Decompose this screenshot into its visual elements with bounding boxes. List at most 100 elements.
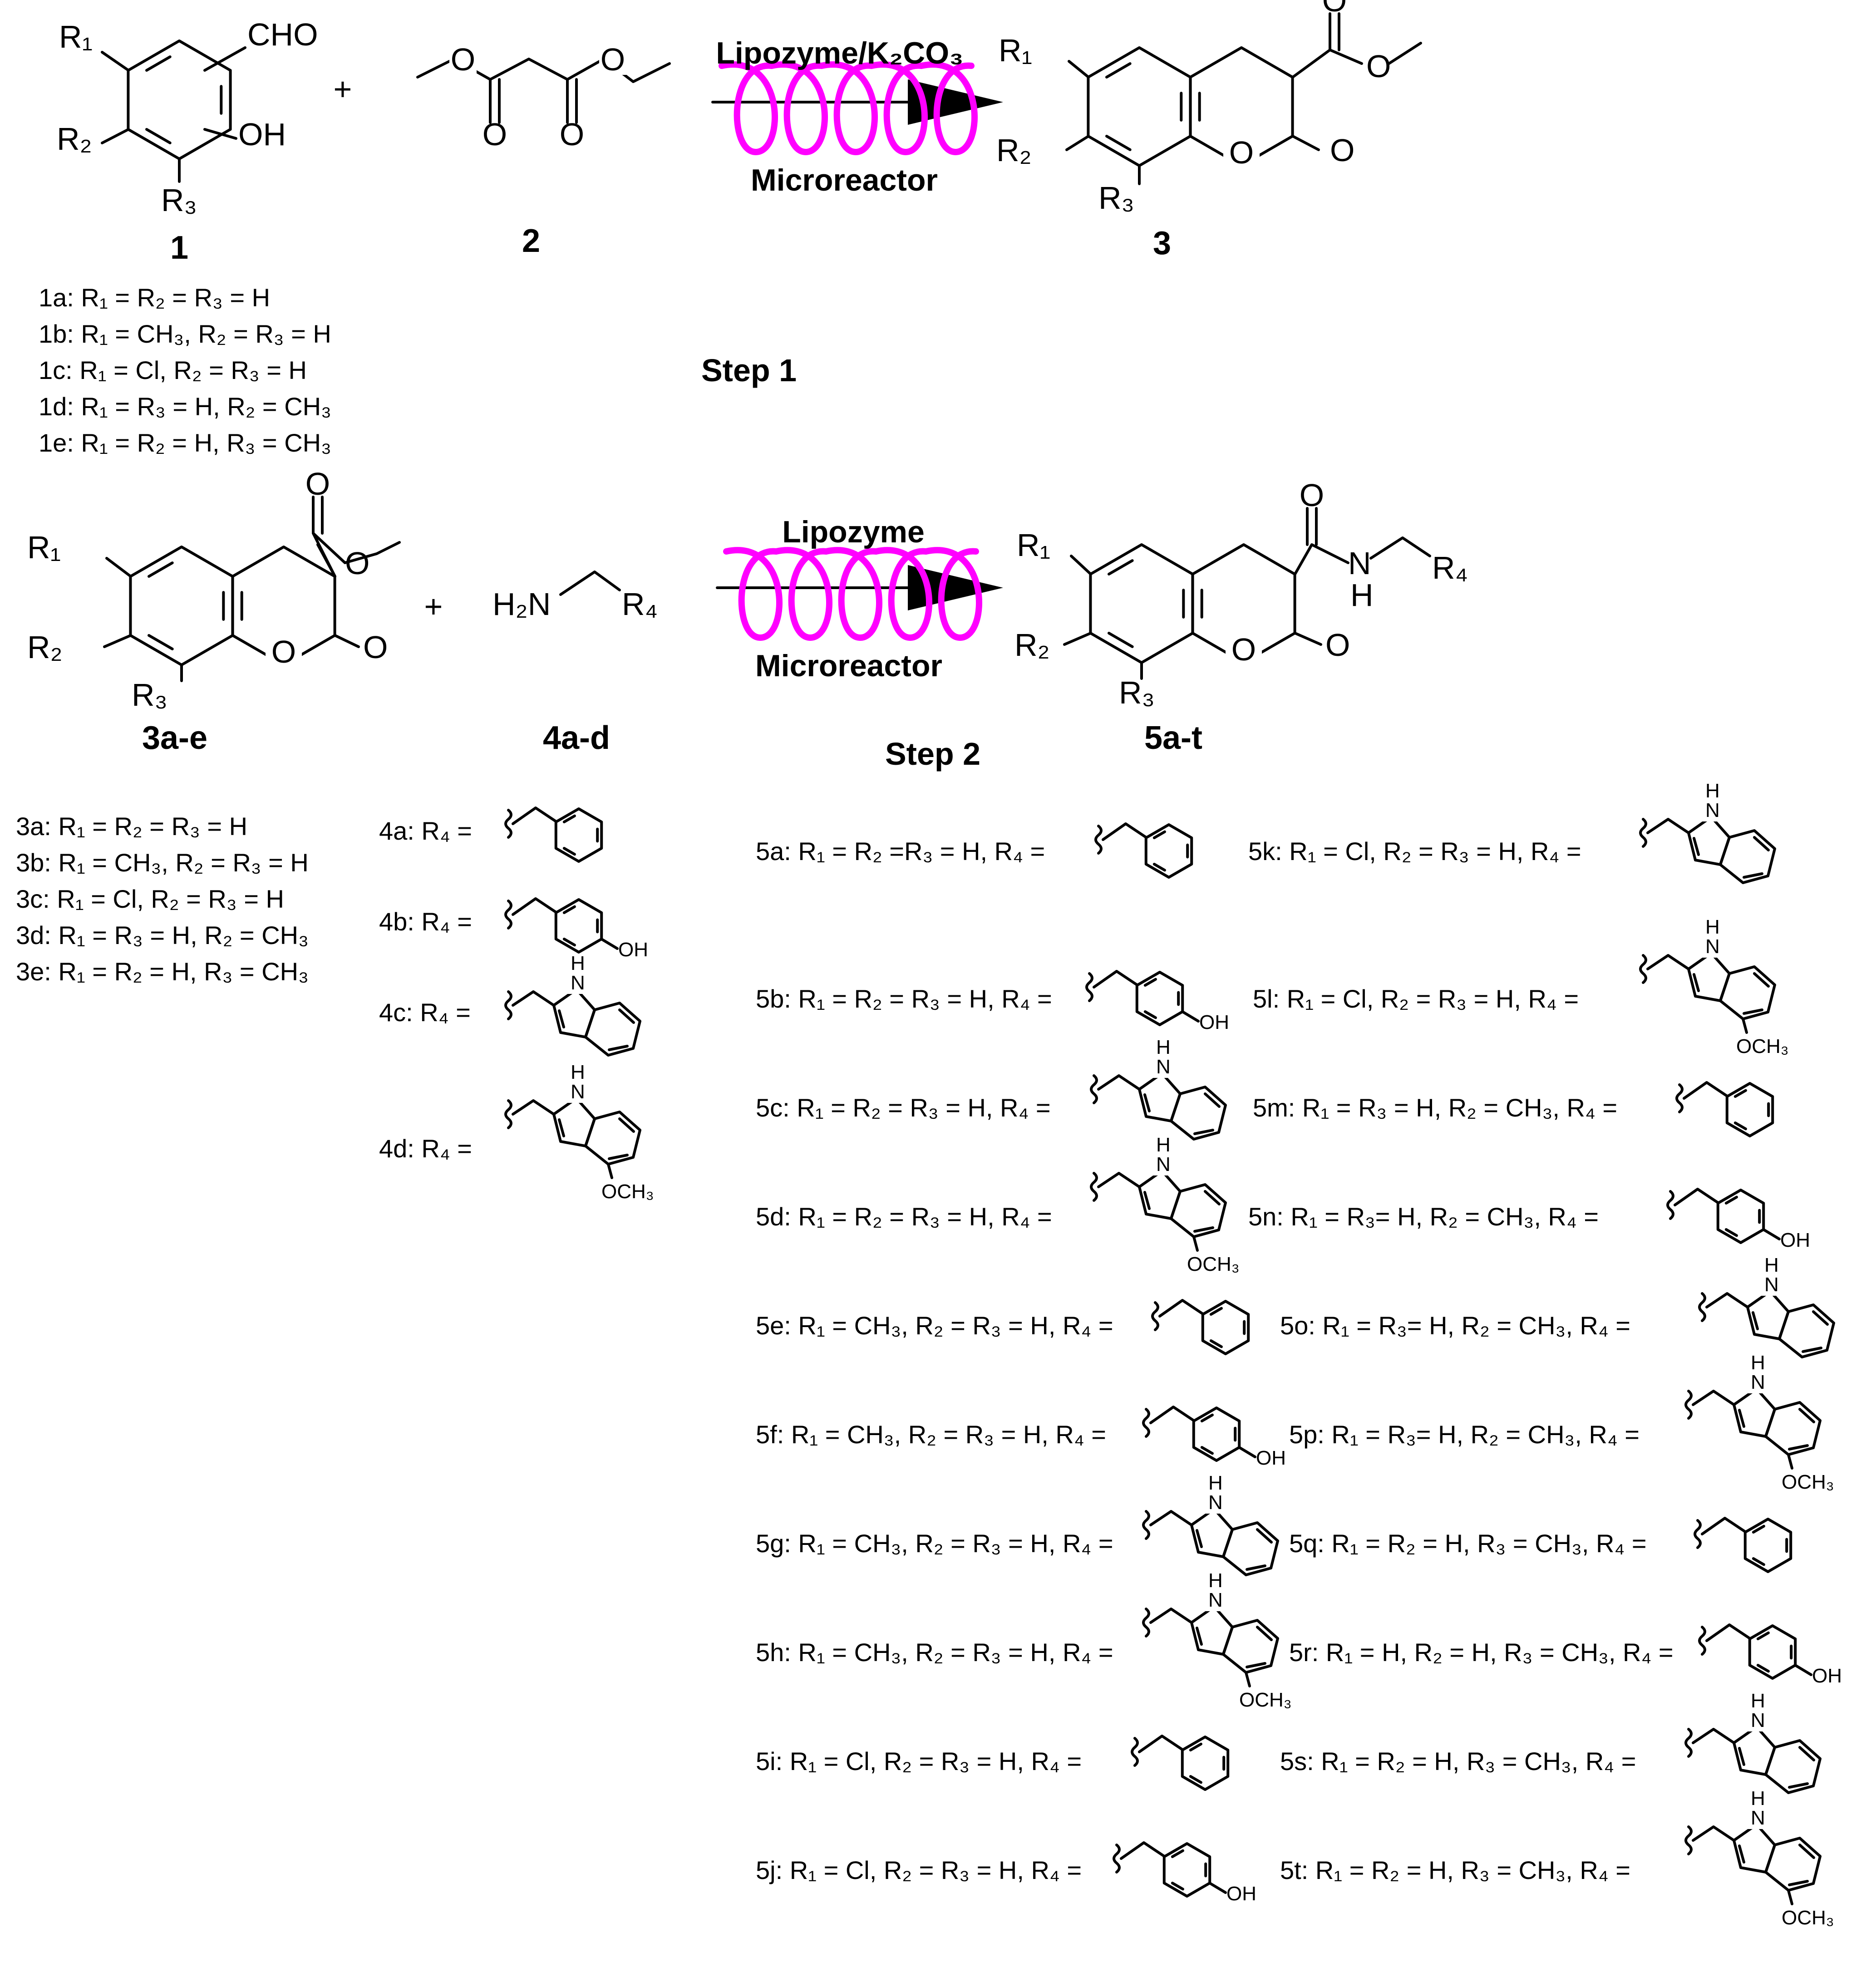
indole-h-label: H: [1156, 1134, 1171, 1156]
hydroxybenzyl-group: OH: [1666, 1188, 1810, 1251]
double-bond: [1209, 1339, 1223, 1348]
label-mask: [1152, 1055, 1175, 1078]
ch2-bond: [1705, 1623, 1751, 1642]
indole-n-label: N: [1705, 935, 1720, 958]
indolyl-group: NH: [1698, 1254, 1835, 1358]
reactant-3ae-structure: O O O O R₁ R₂ R₃: [27, 466, 401, 713]
ch2-bond: [1674, 1188, 1719, 1206]
variant-5e: 5e: R₁ = CH₃, R₂ = R₃ = H, R₄ =: [756, 1299, 1250, 1355]
indole-n-label: N: [1764, 1274, 1779, 1296]
label-mask: [1152, 1153, 1175, 1175]
ring-bonds: [1201, 1300, 1250, 1355]
r3-label: R₃: [1119, 675, 1155, 710]
r1-label: R₁: [999, 33, 1032, 68]
lactone-o-label: O: [363, 629, 388, 665]
variant-4c: 4c: R₄ =NH: [379, 952, 641, 1057]
wavy-bond: [1090, 1172, 1098, 1202]
indole-h-label: H: [571, 1061, 585, 1083]
variant-label: 5t: R₁ = R₂ = H, R₃ = CH₃, R₄ =: [1280, 1856, 1630, 1884]
ch2-bond: [1149, 1510, 1193, 1526]
step-1-label: Step 1: [701, 353, 797, 388]
methoxyindolyl-group: NH OCH₃: [504, 1061, 654, 1203]
variant-label: 5h: R₁ = CH₃, R₂ = R₃ = H, R₄ =: [756, 1638, 1113, 1667]
wavy-bond: [1639, 954, 1647, 984]
variant-1c: 1c: R₁ = Cl, R₂ = R₃ = H: [39, 356, 307, 384]
reactant-4ad-structure: H₂N R₄: [492, 570, 658, 622]
double-bond: [618, 1008, 635, 1024]
wavy-bond: [1094, 825, 1103, 855]
och3-label: OCH₃: [1736, 1035, 1789, 1057]
r3-label: R₃: [1098, 180, 1134, 216]
double-bond: [1753, 836, 1770, 851]
double-bond: [608, 1045, 629, 1051]
ch2-bond: [1692, 1390, 1735, 1406]
double-bond: [1798, 1746, 1815, 1761]
oh-label: OH: [1199, 1011, 1229, 1033]
indole-n-label: N: [571, 1081, 585, 1103]
double-bond: [1143, 978, 1157, 987]
ch2-bond: [1093, 970, 1138, 988]
double-bond: [1143, 1010, 1157, 1019]
indole-n-label: N: [1208, 1491, 1223, 1514]
benzo-ring: [1222, 1521, 1279, 1576]
ring-bonds: [1162, 1842, 1211, 1898]
benzo-ring: [1778, 1303, 1835, 1358]
compound-3-number: 3: [1153, 225, 1171, 261]
ester-carbonyl-o-label: O: [305, 466, 330, 502]
variant-label: 5m: R₁ = R₃ = H, R₂ = CH₃, R₄ =: [1253, 1093, 1617, 1122]
variant-label: 4b: R₄ =: [379, 907, 472, 936]
double-bond: [562, 847, 576, 856]
indole-n-label: N: [1208, 1589, 1223, 1611]
ch2-bond: [1149, 1406, 1195, 1424]
amide-carbonyl-o-label: O: [1300, 477, 1324, 513]
indole-h-label: H: [571, 952, 585, 974]
double-bond: [1152, 863, 1166, 872]
indolyl-group: NH: [1090, 1036, 1227, 1141]
ester-carbonyl-o-label: O: [1322, 0, 1347, 18]
double-bond: [147, 561, 174, 578]
benzo-ring: [1764, 1401, 1822, 1456]
double-bond: [1200, 1413, 1214, 1422]
wavy-bond: [1684, 1728, 1693, 1758]
ring-bonds: [554, 898, 603, 954]
reactant-1-structure: CHO OH R₁ R₂ R₃: [57, 17, 318, 218]
double-bond: [1189, 1742, 1202, 1751]
benzyl-group: [1694, 1517, 1792, 1573]
ring-bonds: [1725, 1082, 1774, 1137]
double-bond: [1143, 1191, 1151, 1210]
wavy-bond: [1639, 818, 1647, 848]
och3-label: OCH₃: [601, 1180, 654, 1203]
wavy-bond: [1142, 1608, 1150, 1638]
double-bond: [562, 938, 576, 947]
double-bond: [147, 634, 174, 650]
hydroxybenzyl-group: OH: [1142, 1406, 1286, 1469]
variant-label: 5i: R₁ = Cl, R₂ = R₃ = H, R₄ =: [756, 1747, 1082, 1775]
variant-label: 5e: R₁ = CH₃, R₂ = R₃ = H, R₄ =: [756, 1311, 1113, 1340]
double-bond: [1756, 1664, 1770, 1673]
ome-bond: [1192, 1235, 1199, 1252]
wavy-bond: [1684, 1825, 1693, 1855]
och3-label: OCH₃: [1782, 1471, 1834, 1493]
r2-label: R₂: [57, 121, 92, 157]
variant-label: 5g: R₁ = CH₃, R₂ = R₃ = H, R₄ =: [756, 1529, 1113, 1558]
ome-bond: [607, 1163, 613, 1179]
variant-5o: 5o: R₁ = R₃= H, R₂ = CH₃, R₄ =NH: [1280, 1254, 1835, 1358]
ring-bonds: [1743, 1518, 1792, 1573]
double-bond: [1724, 1228, 1738, 1237]
double-bond: [1753, 972, 1770, 988]
och3-label: OCH₃: [1239, 1689, 1292, 1711]
r3-label: R₃: [161, 182, 197, 218]
benzo-ring: [1764, 1837, 1822, 1892]
ring-bonds: [1087, 46, 1192, 167]
double-bond: [1256, 1626, 1273, 1641]
benzyl-group: [1094, 822, 1193, 879]
ch2-bond: [1646, 818, 1690, 834]
double-bond: [1152, 830, 1166, 839]
benzo-ring: [1222, 1619, 1279, 1674]
double-bond: [562, 814, 576, 823]
